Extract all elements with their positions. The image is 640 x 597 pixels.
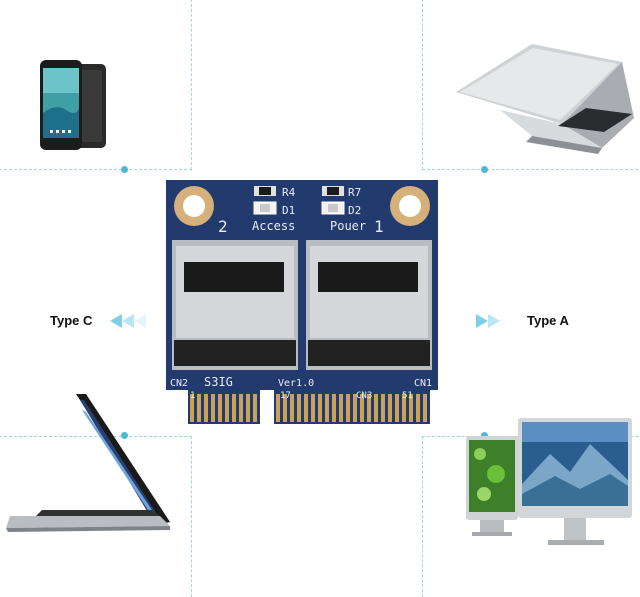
silk-num-left: 2 [218, 217, 228, 236]
silk-pin17: 17 [280, 391, 291, 401]
silk-cn2: CN2 [170, 378, 188, 389]
desktop-monitor-icon [466, 418, 632, 545]
arrow-right-icon [476, 314, 500, 328]
type-a-label: Type A [527, 313, 569, 328]
silk-r7: R7 [348, 186, 361, 199]
sd-slot-right [306, 240, 432, 370]
silk-pin1: 1 [190, 391, 195, 401]
silk-access: Access [252, 219, 295, 233]
silk-power: Pouer [330, 219, 366, 233]
silk-d2: D2 [348, 204, 361, 217]
silk-cn3: CN3 [356, 391, 372, 401]
frame-bottom-left [0, 436, 192, 597]
silk-r4: R4 [282, 186, 296, 199]
silk-code: S3IG [204, 375, 233, 389]
silk-pin51: 51 [402, 391, 413, 401]
laptop-icon [456, 44, 634, 154]
sd-slot-left [172, 240, 298, 370]
arrow-left-icon [110, 314, 146, 328]
connector-dot-top-left [121, 166, 128, 173]
smartphone-icon [40, 60, 106, 150]
silk-cn1: CN1 [414, 378, 432, 389]
silk-num-right: 1 [374, 217, 384, 236]
frame-top-right [422, 0, 640, 170]
silk-d1: D1 [282, 204, 295, 217]
silk-ver: Ver1.0 [278, 378, 314, 389]
mini-pcie-sd-card-adapter: R4 D1 R7 D2 2 1 Access Pouer CN2 S3IG Ve… [166, 180, 438, 424]
connector-dot-bottom-right [481, 432, 488, 439]
type-c-label: Type C [50, 313, 93, 328]
frame-top-left [0, 0, 192, 170]
connector-dot-bottom-left [121, 432, 128, 439]
laptop-icon [6, 394, 170, 532]
connector-dot-top-right [481, 166, 488, 173]
